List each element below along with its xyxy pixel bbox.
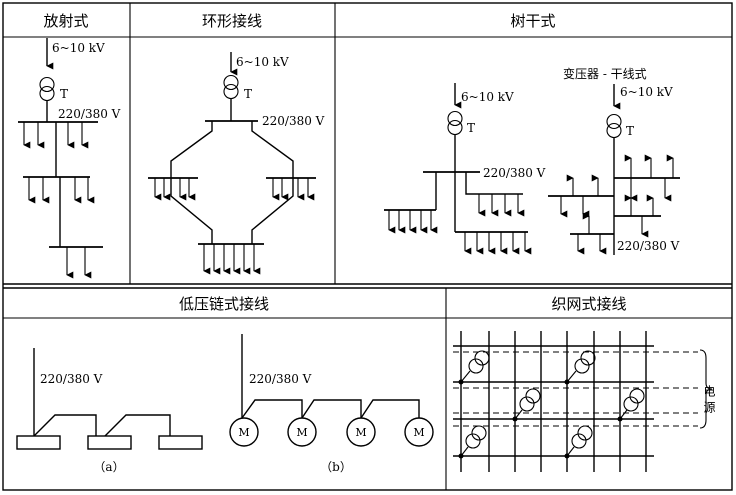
trunk-sub-label: 变压器 - 干线式: [563, 66, 647, 81]
trunk-sub-hv-label: 6~10 kV: [620, 85, 673, 99]
power-source-label: 电源: [702, 385, 716, 417]
transformer-trunk-diagram: 变压器 - 干线式 6~10 kV T 220/380 V: [548, 66, 680, 255]
transformer-icon: [447, 110, 463, 136]
chain-a-load-2: [87, 435, 132, 450]
radial-t-label: T: [60, 87, 68, 101]
ring-diagram: 6~10 kV T 220/380 V: [148, 52, 325, 275]
motor-label: M: [238, 426, 249, 439]
trunk-sub-t-label: T: [626, 124, 634, 138]
motor-label: M: [413, 426, 424, 439]
motor-label: M: [355, 426, 366, 439]
ring-hv-label: 6~10 kV: [236, 55, 289, 69]
chain-b-lv-label: 220/380 V: [249, 372, 312, 386]
transformer-icon: [458, 350, 490, 385]
chain-a-load-1: [16, 435, 61, 450]
transformer-icon: [39, 76, 55, 102]
radial-hv-label: 6~10 kV: [52, 41, 105, 55]
motor-label: M: [296, 426, 307, 439]
header-mesh: 织网式接线: [551, 295, 626, 313]
chain-a-caption: （a）: [93, 460, 124, 474]
transformer-icon: [458, 425, 487, 459]
radial-lv-label: 220/380 V: [58, 107, 121, 121]
chain-b-caption: （b）: [320, 460, 352, 474]
transformer-icon: [606, 113, 622, 139]
trunk-lv-label: 220/380 V: [483, 166, 546, 180]
header-radial: 放射式: [43, 12, 88, 30]
transformer-icon: [617, 388, 645, 422]
motor-icon: [287, 417, 317, 447]
trunk-hv-label: 6~10 kV: [461, 90, 514, 104]
chain-diagram-a: 220/380 V （a）: [16, 348, 203, 474]
chain-a-lv-label: 220/380 V: [40, 372, 103, 386]
radial-diagram: 6~10 kV T 220/380 V: [18, 38, 121, 279]
trunk-sub-lv-label: 220/380 V: [617, 239, 680, 253]
transformer-icon: [223, 74, 239, 100]
transformer-icon: [512, 388, 541, 422]
motor-icon: [404, 417, 434, 447]
ring-lv-label: 220/380 V: [262, 114, 325, 128]
motor-icon: [346, 417, 376, 447]
mesh-diagram: 电源: [453, 331, 716, 472]
chain-diagram-b: 220/380 V M M M M （b）: [229, 334, 434, 474]
header-ring: 环形接线: [202, 12, 262, 30]
transformer-icon: [564, 425, 593, 459]
header-trunk: 树干式: [510, 12, 555, 30]
trunk-t-label: T: [467, 121, 475, 135]
header-chain: 低压链式接线: [179, 295, 269, 313]
chain-a-load-3: [158, 435, 203, 450]
motor-icon: [229, 417, 259, 447]
transformer-icon: [564, 350, 596, 385]
trunk-diagram: 6~10 kV T 220/380 V: [384, 83, 546, 255]
ring-t-label: T: [244, 87, 252, 101]
